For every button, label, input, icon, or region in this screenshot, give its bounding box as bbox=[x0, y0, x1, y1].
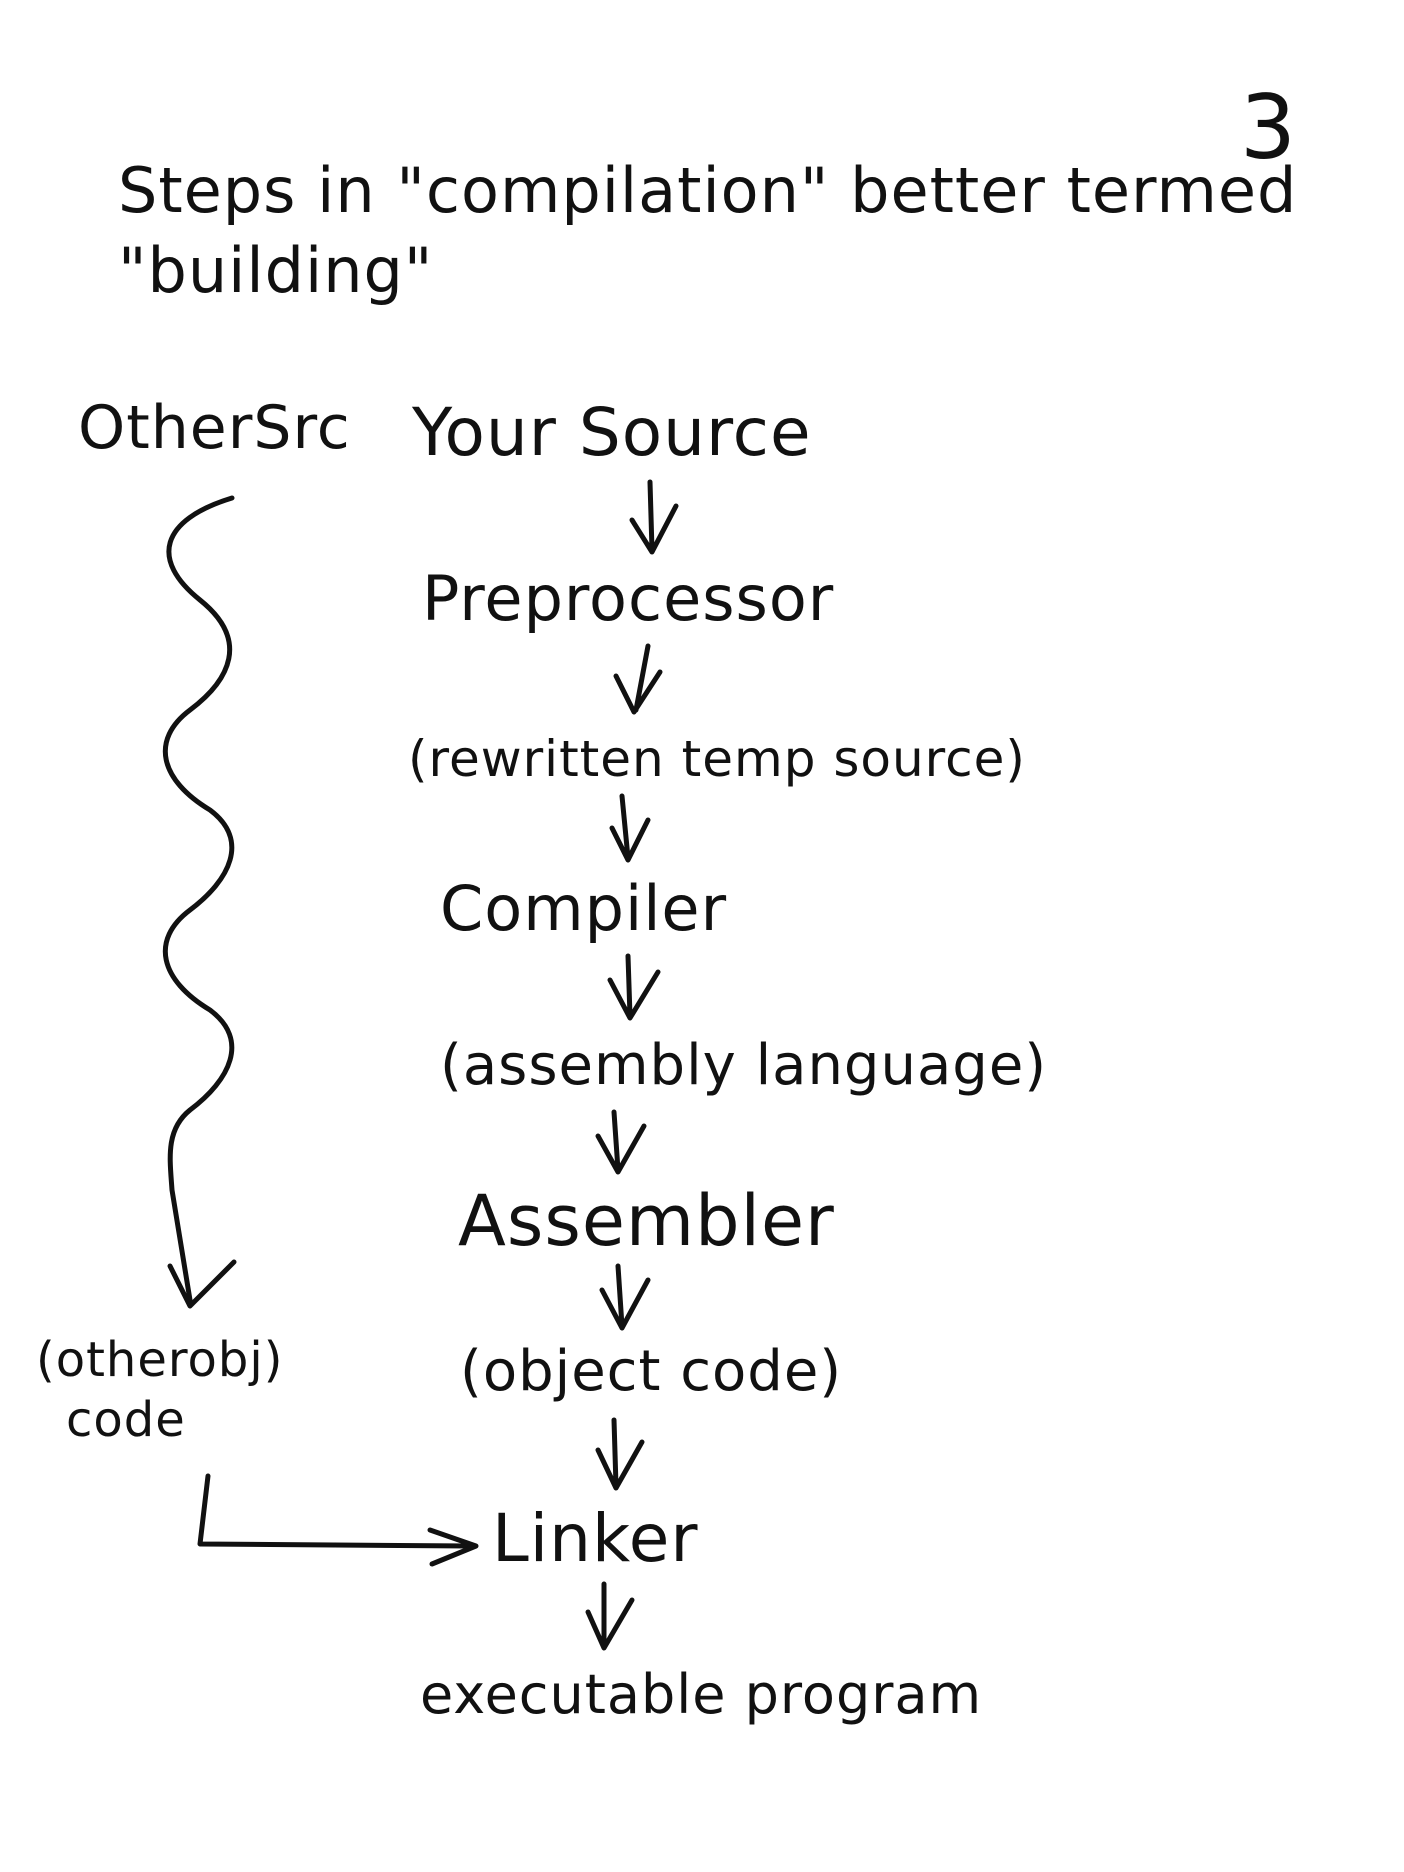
node-other-obj-code-line-2: code bbox=[66, 1392, 186, 1448]
node-other-src: OtherSrc bbox=[78, 393, 351, 463]
squiggle-othersrc-to-otherobj bbox=[162, 495, 235, 1303]
arrow-assembly-to-assembler bbox=[595, 1109, 647, 1175]
node-object-code: (object code) bbox=[460, 1339, 843, 1404]
arrow-linker-to-exe bbox=[585, 1581, 635, 1651]
node-executable-program: executable program bbox=[420, 1663, 983, 1726]
arrowhead-linker bbox=[427, 1527, 479, 1567]
node-assembler: Assembler bbox=[458, 1180, 835, 1262]
arrow-assembler-to-objcode bbox=[599, 1263, 651, 1331]
node-linker: Linker bbox=[492, 1500, 699, 1577]
page-number: 3 bbox=[1240, 76, 1297, 179]
page-title-line-1: Steps in "compilation" better termed bbox=[118, 154, 1298, 227]
page-title-line-2: "building" bbox=[118, 234, 434, 307]
node-other-obj-code-line-1: (otherobj) bbox=[36, 1332, 284, 1388]
arrowhead-otherobj bbox=[167, 1259, 237, 1309]
node-compiler: Compiler bbox=[440, 872, 728, 945]
node-preprocessor: Preprocessor bbox=[422, 562, 835, 635]
node-assembly-language: (assembly language) bbox=[440, 1033, 1048, 1098]
connector-otherobj-to-linker bbox=[197, 1473, 473, 1549]
arrow-source-to-preprocessor bbox=[629, 479, 679, 555]
node-other-obj-code: (otherobj) code bbox=[36, 1330, 283, 1450]
arrow-objcode-to-linker bbox=[595, 1417, 645, 1491]
arrow-preprocessor-to-rewritten bbox=[613, 643, 663, 715]
arrow-rewritten-to-compiler bbox=[609, 793, 651, 863]
arrow-compiler-to-assembly bbox=[607, 953, 661, 1021]
node-your-source: Your Source bbox=[412, 394, 812, 471]
node-rewritten-temp-source: (rewritten temp source) bbox=[408, 730, 1026, 788]
